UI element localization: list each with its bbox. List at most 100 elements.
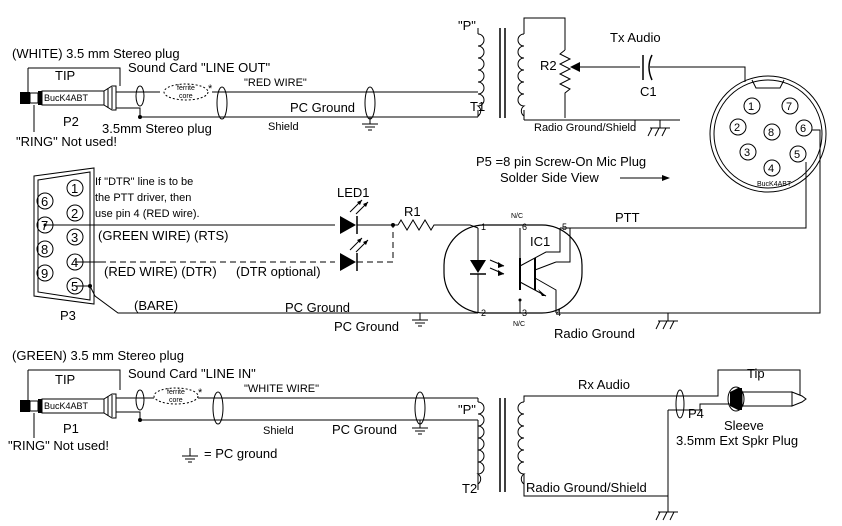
- radio-ground-symbol-bottom: [655, 511, 679, 521]
- sleeve-label: Sleeve: [724, 418, 764, 433]
- mic-pin-3: 3: [739, 143, 757, 161]
- radio-ground-shield-top: Radio Ground/Shield: [534, 122, 636, 134]
- shield-top: Shield: [268, 121, 299, 133]
- ic-pin-2: 2: [481, 308, 486, 318]
- svg-text:2: 2: [734, 122, 740, 134]
- c1-label: C1: [640, 84, 657, 99]
- t2-label: T2: [462, 481, 477, 496]
- svg-text:3: 3: [71, 230, 78, 245]
- svg-text:8: 8: [768, 127, 774, 139]
- pc-ground-symbol-label: PC Ground: [334, 319, 399, 334]
- sound-card-line-out: Sound Card "LINE OUT": [128, 60, 271, 75]
- db9-pin-9: 9: [36, 264, 54, 282]
- p1-label: P1: [63, 421, 79, 436]
- tip-label-p4: Tip: [747, 366, 765, 381]
- p5-caption-line1: P5 =8 pin Screw-On Mic Plug: [476, 154, 646, 169]
- radio-ground-shield-bottom: Radio Ground/Shield: [526, 480, 647, 495]
- red-wire-dtr: (RED WIRE) (DTR): [104, 264, 217, 279]
- green-plug-title: (GREEN) 3.5 mm Stereo plug: [12, 348, 184, 363]
- ic-pin-6: 6: [522, 222, 527, 232]
- optocoupler-ic1: [443, 224, 583, 314]
- db9-pin-2: 2: [66, 204, 84, 222]
- svg-text:1: 1: [71, 181, 78, 196]
- nc-bottom: N/C: [513, 321, 525, 328]
- svg-text:2: 2: [71, 206, 78, 221]
- db9-pin-8: 8: [36, 240, 54, 258]
- svg-text:*: *: [198, 387, 203, 399]
- radio-ground-symbol-middle: [655, 320, 679, 330]
- led1-label: LED1: [337, 185, 370, 200]
- mic-plug-p5: 1 2 3 4 5 6 7 8 BucK4ABT: [709, 75, 827, 193]
- svg-text:*: *: [208, 83, 213, 95]
- pc-ground-top: PC Ground: [290, 100, 355, 115]
- svg-text:ferrite: ferrite: [167, 389, 185, 396]
- bottom-section: (GREEN) 3.5 mm Stereo plug TIP BucK4ABT …: [8, 348, 807, 521]
- dtr-note-line3: use pin 4 (RED wire).: [95, 208, 200, 220]
- red-wire-label: "RED WIRE": [244, 77, 307, 89]
- mic-pin-6: 6: [795, 119, 813, 137]
- ferrite-core-bottom: ferrite core *: [153, 387, 203, 405]
- mic-pin-8: 8: [763, 123, 781, 141]
- dtr-note-line1: If "DTR" line is to be: [95, 176, 193, 188]
- middle-section: 1 2 3 4 5 6 7 8 9 P3 If "DTR" line is to…: [33, 129, 821, 341]
- transformer-t1: [476, 17, 566, 120]
- white-plug-title: (WHITE) 3.5 mm Stereo plug: [12, 46, 180, 61]
- pc-ground-legend-symbol: [181, 455, 199, 463]
- led1: [340, 199, 369, 271]
- resistor-r1: [397, 219, 479, 231]
- p-label-bottom: "P": [458, 402, 476, 417]
- svg-text:4: 4: [71, 255, 78, 270]
- db9-connector-p3: 1 2 3 4 5 6 7 8 9: [33, 167, 95, 305]
- svg-text:5: 5: [794, 149, 800, 161]
- r2-label: R2: [540, 58, 557, 73]
- tip-label-top: TIP: [55, 68, 75, 83]
- p5-caption-line2: Solder Side View: [500, 170, 599, 185]
- green-wire-rts: (GREEN WIRE) (RTS): [98, 228, 228, 243]
- svg-text:5: 5: [71, 279, 78, 294]
- radio-ground-symbol-top: [647, 127, 671, 137]
- svg-text:core: core: [169, 397, 183, 404]
- t1-label: T1: [470, 99, 485, 114]
- stereo-plug-label: 3.5mm Stereo plug: [102, 121, 212, 136]
- mic-plug-brand: BucK4ABT: [757, 181, 792, 188]
- svg-text:7: 7: [786, 101, 792, 113]
- plug-brand-top: BucK4ABT: [44, 93, 89, 103]
- nc-top: N/C: [511, 213, 523, 220]
- pc-ground-symbol-top: [361, 123, 379, 131]
- db9-pin-1: 1: [66, 179, 84, 197]
- ic-pin-3: 3: [522, 308, 527, 318]
- pc-ground-legend: = PC ground: [204, 446, 277, 461]
- ring-not-used-top: "RING" Not used!: [16, 134, 117, 149]
- pc-ground-bottom: PC Ground: [332, 422, 397, 437]
- tx-audio-label: Tx Audio: [610, 30, 661, 45]
- p4-label: P4: [688, 406, 704, 421]
- db9-pin-6: 6: [36, 192, 54, 210]
- db9-pin-3: 3: [66, 228, 84, 246]
- ic-pin-1: 1: [481, 222, 486, 232]
- pc-ground-symbol-bottom: [411, 427, 429, 435]
- r1-label: R1: [404, 204, 421, 219]
- svg-text:ferrite: ferrite: [177, 85, 195, 92]
- bare-label: (BARE): [134, 298, 178, 313]
- tip-label-bottom: TIP: [55, 372, 75, 387]
- rx-audio-label: Rx Audio: [578, 377, 630, 392]
- shield-bottom: Shield: [263, 425, 294, 437]
- mic-pin-2: 2: [729, 118, 747, 136]
- plug-brand-bottom: BucK4ABT: [44, 401, 89, 411]
- svg-text:4: 4: [768, 163, 774, 175]
- svg-text:1: 1: [748, 101, 754, 113]
- p3-label: P3: [60, 308, 76, 323]
- svg-text:9: 9: [41, 266, 48, 281]
- mic-pin-5: 5: [789, 145, 807, 163]
- svg-text:6: 6: [800, 123, 806, 135]
- transformer-t2: [476, 395, 676, 497]
- pc-ground-wire-label: PC Ground: [285, 300, 350, 315]
- p-label-top: "P": [458, 18, 476, 33]
- ring-not-used-bottom: "RING" Not used!: [8, 438, 109, 453]
- top-section: (WHITE) 3.5 mm Stereo plug TIP BucK4ABT …: [12, 17, 746, 149]
- dtr-optional: (DTR optional): [236, 264, 321, 279]
- dtr-note-line2: the PTT driver, then: [95, 192, 191, 204]
- white-wire-label: "WHITE WIRE": [244, 383, 319, 395]
- ext-speaker-plug-p4: [727, 386, 807, 412]
